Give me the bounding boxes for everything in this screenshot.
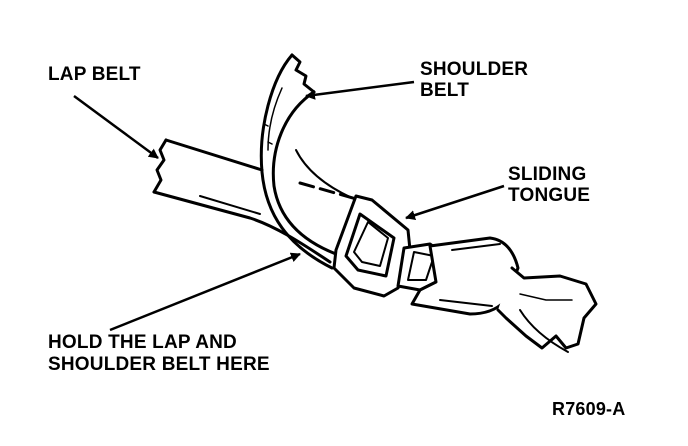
lap-belt-leader [73,94,159,160]
lap-belt-strip [152,138,362,264]
sliding-tongue-leader [405,184,505,220]
leader-arrows [73,80,505,332]
shoulder-belt-leader [305,80,415,100]
figure-id: R7609-A [552,399,626,419]
sliding-tongue-label-line2: TONGUE [508,185,591,206]
hold-here-leader [109,252,301,332]
sliding-tongue-label-line1: SLIDING [508,164,587,185]
shoulder-belt-label-line1: SHOULDER [420,59,529,80]
hold-here-label-line2: SHOULDER BELT HERE [48,354,270,375]
shoulder-belt-strip [259,53,353,270]
sliding-tongue-buckle [332,194,598,353]
lap-belt-label: LAP BELT [48,64,141,85]
shoulder-belt-label-line2: BELT [420,80,469,101]
hold-here-label-line1: HOLD THE LAP AND [48,332,237,353]
